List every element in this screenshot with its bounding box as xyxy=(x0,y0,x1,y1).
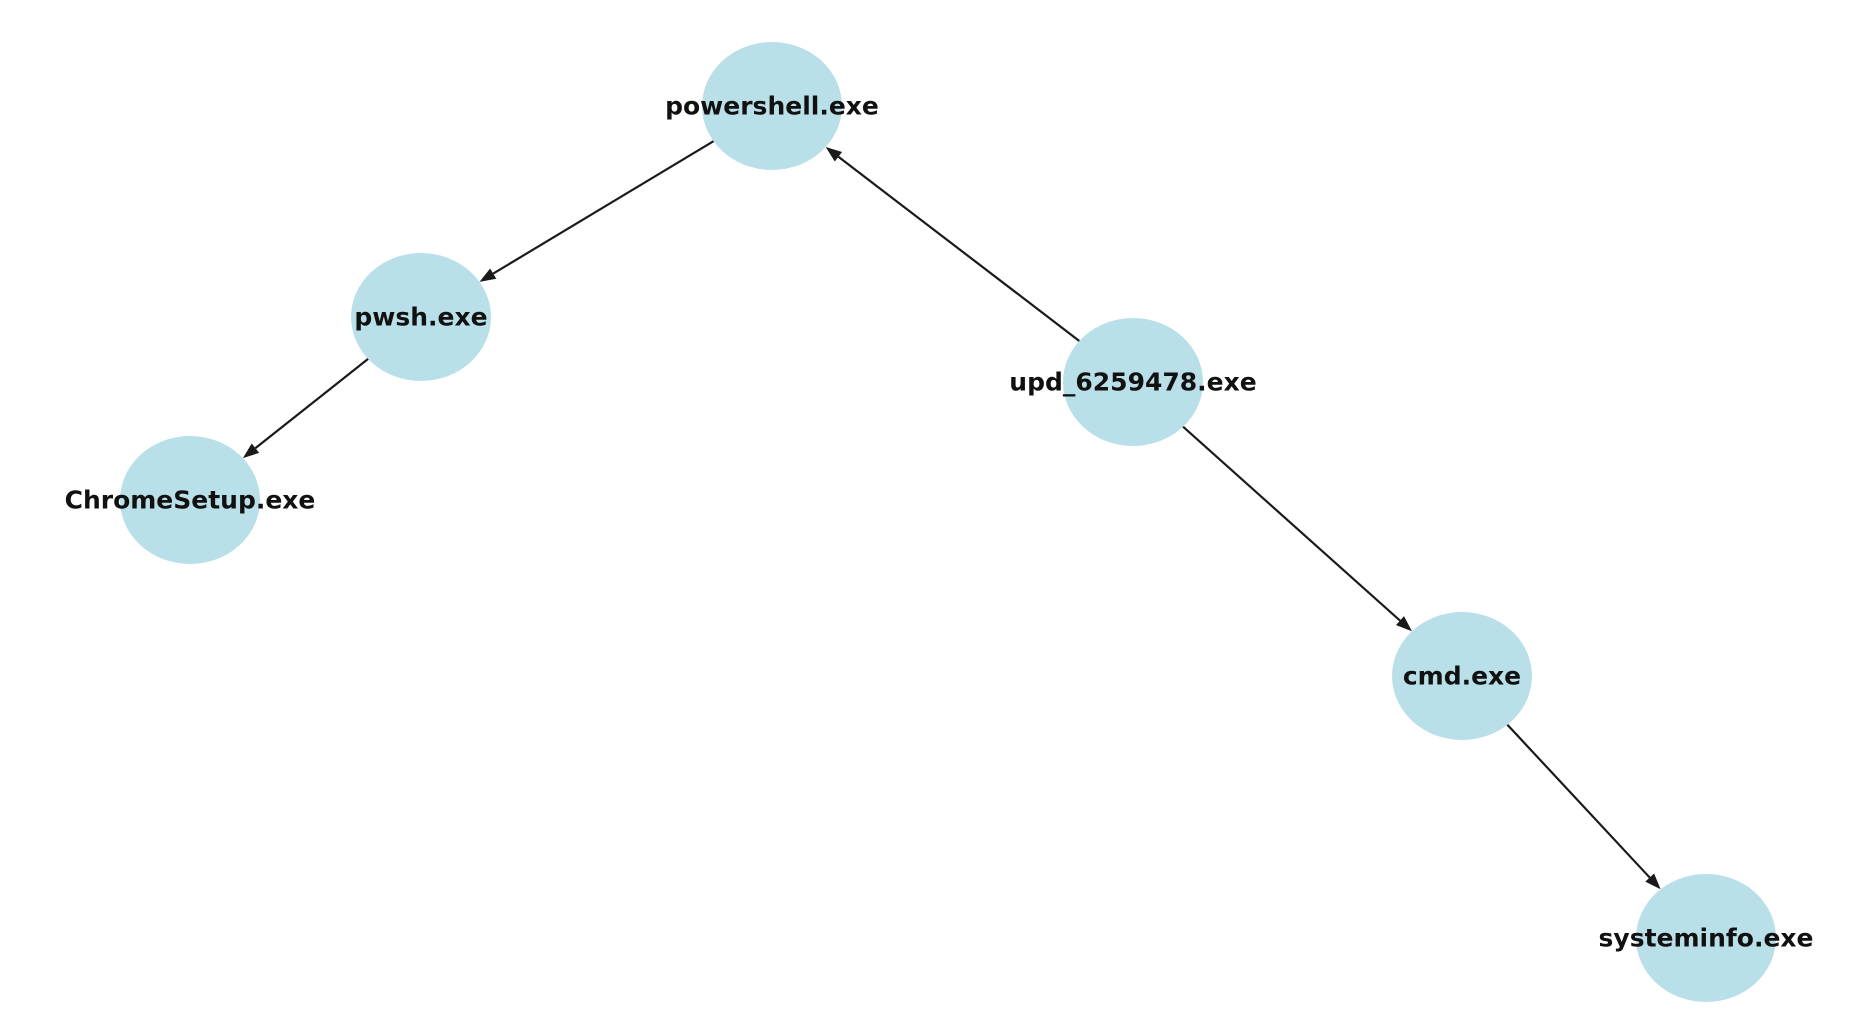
node-circle-chromesetup xyxy=(120,436,260,564)
node-label-powershell: powershell.exe xyxy=(665,92,879,121)
edges-layer xyxy=(242,140,1661,890)
node-circle-cmd xyxy=(1392,612,1532,740)
edge-pwsh-to-chromesetup xyxy=(254,358,369,450)
node-upd: upd_6259478.exe xyxy=(1009,318,1257,446)
node-circle-powershell xyxy=(702,42,842,170)
node-label-cmd: cmd.exe xyxy=(1403,662,1521,691)
arrowhead-powershell-to-pwsh xyxy=(479,268,497,282)
edge-cmd-to-systeminfo xyxy=(1506,723,1651,879)
node-label-chromesetup: ChromeSetup.exe xyxy=(65,486,316,515)
node-label-upd: upd_6259478.exe xyxy=(1009,368,1256,397)
node-circle-systeminfo xyxy=(1636,874,1776,1002)
arrowhead-upd-to-cmd xyxy=(1396,616,1412,632)
node-pwsh: pwsh.exe xyxy=(351,253,491,381)
node-label-pwsh: pwsh.exe xyxy=(354,303,487,332)
arrowhead-upd-to-powershell xyxy=(825,147,843,162)
node-circle-pwsh xyxy=(351,253,491,381)
arrowhead-pwsh-to-chromesetup xyxy=(242,443,260,459)
edge-upd-to-powershell xyxy=(837,155,1080,342)
arrowhead-cmd-to-systeminfo xyxy=(1645,873,1661,890)
node-chromesetup: ChromeSetup.exe xyxy=(65,436,316,564)
node-circle-upd xyxy=(1063,318,1203,446)
edge-upd-to-cmd xyxy=(1182,425,1401,622)
node-label-systeminfo: systeminfo.exe xyxy=(1599,924,1814,953)
node-cmd: cmd.exe xyxy=(1392,612,1532,740)
edge-powershell-to-pwsh xyxy=(492,140,715,275)
node-powershell: powershell.exe xyxy=(665,42,879,170)
node-systeminfo: systeminfo.exe xyxy=(1599,874,1814,1002)
